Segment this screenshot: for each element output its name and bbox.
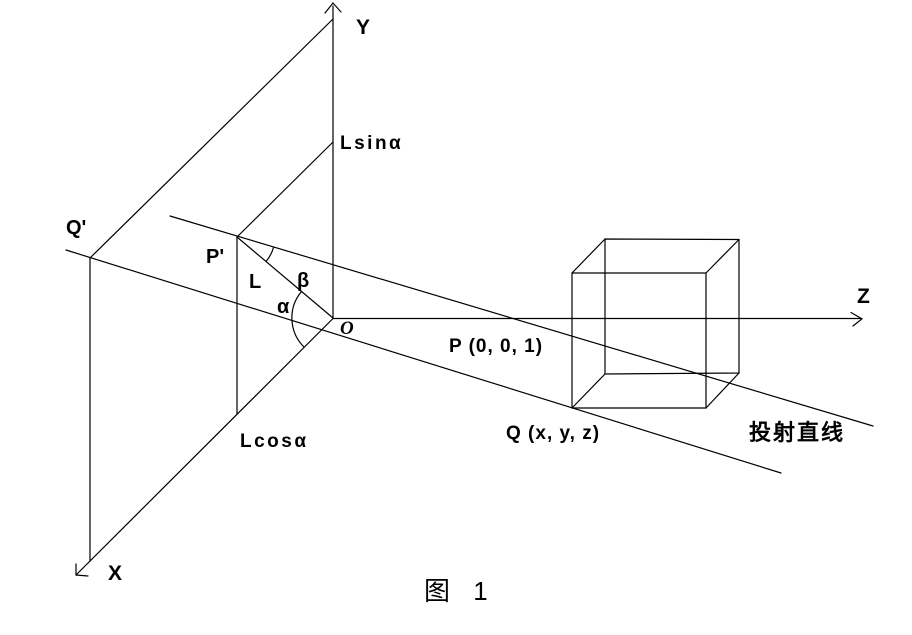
alpha-angle-label: α <box>277 296 290 318</box>
origin-label: O <box>340 318 354 339</box>
x-axis-label: X <box>108 562 122 585</box>
projector-line-through-q <box>65 249 782 474</box>
segment-l-label: L <box>249 271 261 293</box>
point-p-label: P (0, 0, 1) <box>449 336 543 357</box>
projector-line-through-p <box>169 215 874 427</box>
x-axis-line <box>75 317 334 576</box>
y-axis-arrowhead <box>324 2 342 14</box>
beta-angle-label: β <box>297 270 309 292</box>
cube-bottom-left-edge <box>571 373 606 409</box>
segment-l-op-prime <box>236 236 334 319</box>
alpha-angle-arc <box>291 290 305 348</box>
q-prime-label: Q' <box>66 217 86 239</box>
lsin-transfer-line <box>236 141 334 238</box>
cube-top-right-edge <box>705 238 740 274</box>
z-axis-label: Z <box>857 285 870 308</box>
cube-top-left-edge <box>571 238 606 274</box>
point-q-label: Q (x, y, z) <box>506 423 600 444</box>
cube-bottom-right-edge <box>705 372 740 409</box>
y-axis-label: Y <box>356 16 370 39</box>
z-axis-arrowhead <box>850 311 864 327</box>
plane-top-edge <box>89 18 334 259</box>
beta-angle-arc <box>265 246 275 263</box>
lsin-alpha-label: Lsinα <box>340 133 403 154</box>
figure-caption: 图 1 <box>424 576 496 606</box>
lcos-alpha-label: Lcosα <box>240 431 309 452</box>
x-axis-arrowhead-horizontal <box>75 574 89 577</box>
p-prime-label: P' <box>206 246 224 268</box>
projection-line-label: 投射直线 <box>749 420 845 445</box>
